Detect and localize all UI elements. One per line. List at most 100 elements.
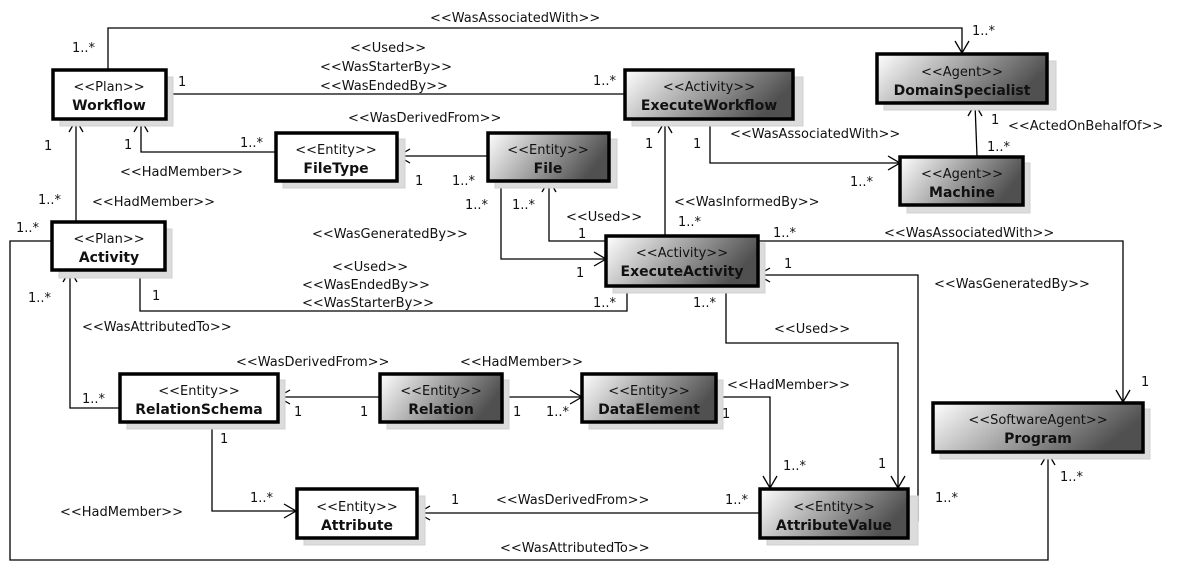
multiplicity: 1	[513, 405, 521, 420]
edge-machine-domainspecialist[interactable]: <<ActedOnBehalfOf>> 1..* 1	[967, 102, 1163, 157]
multiplicity: 1..*	[935, 491, 959, 506]
edge-label: <<HadMember>>	[727, 378, 850, 393]
multiplicity: 1..*	[82, 392, 106, 407]
edge-label: <<WasDerivedFrom>>	[236, 355, 389, 370]
multiplicity: 1..*	[773, 226, 797, 241]
edge-label: <<HadMember>>	[92, 195, 215, 210]
node-stereotype: <<Entity>>	[400, 384, 482, 399]
edge-relation-dataelement[interactable]: <<HadMember>> 1 1..*	[460, 355, 584, 420]
node-name: File	[534, 161, 563, 177]
edge-executeactivity-file[interactable]: <<Used>> 1 1..*	[512, 178, 642, 242]
edge-label: <<WasDerivedFrom>>	[496, 493, 649, 508]
multiplicity: 1	[722, 407, 730, 422]
node-stereotype: <<Agent>>	[921, 167, 1003, 182]
edge-relationschema-activity[interactable]: <<WasAttributedTo>> 1..* 1..*	[28, 268, 232, 409]
edge-executeactivity-activity[interactable]: <<Used>> <<WasEndedBy>> <<WasStarterBy>>…	[139, 260, 628, 312]
edge-activity-workflow[interactable]: <<HadMember>> 1..* 1	[38, 118, 215, 221]
node-stereotype: <<Agent>>	[921, 65, 1003, 80]
edge-label: <<WasAssociatedWith>>	[730, 127, 900, 142]
multiplicity: 1..*	[512, 198, 536, 213]
multiplicity: 1	[360, 405, 368, 420]
node-attributevalue[interactable]: <<Entity>> AttributeValue	[758, 487, 919, 546]
multiplicity: 1	[1141, 375, 1149, 390]
node-name: Activity	[79, 250, 139, 266]
edge-relationschema-attribute[interactable]: <<HadMember>> 1 1..*	[60, 423, 298, 520]
edge-label: <<WasEndedBy>>	[320, 79, 448, 94]
node-domainspecialist[interactable]: <<Agent>> DomainSpecialist	[875, 52, 1057, 111]
multiplicity: 1..*	[546, 405, 570, 420]
multiplicity: 1..*	[38, 193, 62, 208]
edge-activity-program[interactable]: <<WasAttributedTo>> 1..* 1..*	[9, 221, 1084, 561]
node-executeactivity[interactable]: <<Activity>> ExecuteActivity	[604, 234, 766, 294]
node-name: Program	[1004, 431, 1072, 447]
multiplicity: 1	[415, 174, 423, 189]
edge-attributevalue-attribute[interactable]: <<WasDerivedFrom>> 1..* 1	[416, 493, 760, 521]
edge-executeworkflow-workflow[interactable]: <<Used>> <<WasStarterBy>> <<WasEndedBy>>…	[166, 41, 625, 95]
node-name: Relation	[408, 402, 474, 418]
multiplicity: 1	[124, 138, 132, 153]
multiplicity: 1..*	[240, 136, 264, 151]
multiplicity: 1	[878, 457, 886, 472]
edge-dataelement-attributevalue[interactable]: <<HadMember>> 1 1..*	[716, 378, 850, 490]
multiplicity: 1..*	[1060, 470, 1084, 485]
edge-label: <<WasStarterBy>>	[302, 296, 434, 311]
node-file[interactable]: <<Entity>> File	[486, 131, 618, 189]
edge-label: <<WasGeneratedBy>>	[934, 277, 1090, 292]
node-stereotype: <<Plan>>	[73, 80, 144, 95]
edge-executeactivity-program[interactable]: <<WasAssociatedWith>> 1..* 1	[758, 226, 1149, 404]
node-program[interactable]: <<SoftwareAgent>> Program	[931, 401, 1151, 460]
multiplicity: 1..*	[678, 215, 702, 230]
multiplicity: 1..*	[850, 175, 874, 190]
edge-executeactivity-attributevalue[interactable]: <<Used>> 1..* 1	[693, 286, 906, 490]
node-filetype[interactable]: <<Entity>> FileType	[274, 131, 406, 189]
edge-label: <<WasAttributedTo>>	[500, 541, 650, 556]
multiplicity: 1	[294, 405, 302, 420]
node-activity[interactable]: <<Plan>> Activity	[50, 220, 173, 279]
node-stereotype: <<Entity>>	[295, 143, 377, 158]
node-stereotype: <<Plan>>	[73, 232, 144, 247]
node-name: AttributeValue	[776, 518, 892, 534]
node-name: DomainSpecialist	[894, 83, 1031, 99]
node-workflow[interactable]: <<Plan>> Workflow	[51, 68, 174, 127]
node-attribute[interactable]: <<Entity>> Attribute	[295, 487, 426, 546]
edge-relation-relationschema[interactable]: <<WasDerivedFrom>> 1 1	[236, 355, 389, 420]
edge-label: <<Used>>	[350, 41, 426, 56]
multiplicity: 1	[784, 257, 792, 272]
edge-label: <<HadMember>>	[460, 355, 583, 370]
multiplicity: 1	[178, 75, 186, 90]
multiplicity: 1	[451, 493, 459, 508]
multiplicity: 1..*	[452, 174, 476, 189]
node-stereotype: <<SoftwareAgent>>	[968, 413, 1107, 428]
multiplicity: 1	[578, 227, 586, 242]
edge-workflow-domainspecialist[interactable]: <<WasAssociatedWith>> 1..* 1..*	[72, 11, 996, 71]
multiplicity: 1	[576, 266, 584, 281]
node-dataelement[interactable]: <<Entity>> DataElement	[580, 372, 724, 430]
edge-executeactivity-executeworkflow[interactable]: <<WasInformedBy>> 1..* 1	[645, 119, 820, 236]
multiplicity: 1..*	[593, 296, 617, 311]
nodes: <<Plan>> Workflow <<Activity>> ExecuteWo…	[50, 52, 1151, 546]
multiplicity: 1..*	[16, 221, 40, 236]
multiplicity: 1..*	[972, 24, 996, 39]
edge-label: <<Used>>	[774, 322, 850, 337]
edge-attributevalue-executeactivity[interactable]: <<WasGeneratedBy>> 1..* 1	[756, 257, 1090, 522]
node-machine[interactable]: <<Agent>> Machine	[898, 155, 1031, 214]
node-relation[interactable]: <<Entity>> Relation	[378, 372, 510, 430]
multiplicity: 1	[152, 289, 160, 304]
node-name: Workflow	[72, 98, 146, 114]
node-stereotype: <<Entity>>	[507, 143, 589, 158]
edges: <<WasAssociatedWith>> 1..* 1..* <<Used>>…	[9, 11, 1163, 561]
node-stereotype: <<Activity>>	[636, 246, 728, 261]
edge-label: <<WasStarterBy>>	[320, 60, 452, 75]
edge-file-filetype[interactable]: <<WasDerivedFrom>> 1..* 1	[348, 111, 501, 189]
edge-label: <<WasAttributedTo>>	[82, 320, 232, 335]
node-relationschema[interactable]: <<Entity>> RelationSchema	[118, 372, 286, 430]
multiplicity: 1..*	[693, 296, 717, 311]
node-executeworkflow[interactable]: <<Activity>> ExecuteWorkflow	[623, 68, 804, 127]
node-name: DataElement	[598, 402, 700, 418]
edge-label: <<ActedOnBehalfOf>>	[1008, 119, 1163, 134]
edge-executeworkflow-machine[interactable]: <<WasAssociatedWith>> 1 1..*	[693, 121, 902, 190]
edge-filetype-workflow[interactable]: <<HadMember>> 1..* 1	[120, 118, 276, 180]
node-stereotype: <<Entity>>	[608, 384, 690, 399]
node-name: ExecuteWorkflow	[641, 98, 777, 114]
